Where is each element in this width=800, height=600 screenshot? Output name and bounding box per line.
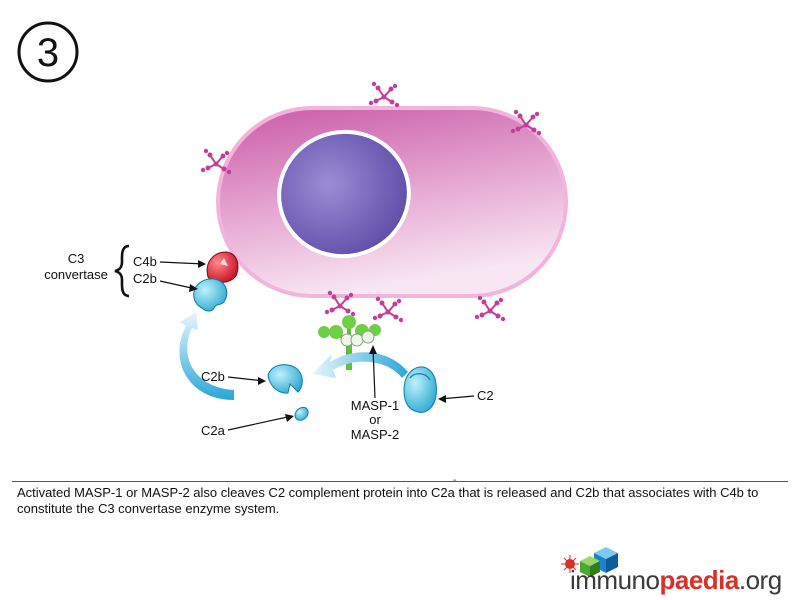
arrow-c2-cleavage [312, 352, 408, 378]
label-c2: C2 [477, 388, 494, 403]
caption-divider [12, 481, 788, 482]
c2a-fragment [294, 406, 309, 421]
label-masp2: MASP-2 [351, 427, 399, 442]
caption-mark: - [453, 475, 457, 486]
c4b-protein [206, 251, 239, 283]
logo-part-2: paedia [659, 565, 739, 595]
mbl-masp-complex [318, 315, 381, 370]
label-or: or [369, 412, 381, 427]
arrowhead-icon [438, 395, 446, 403]
c2-protein [403, 366, 437, 413]
caption-text: Activated MASP-1 or MASP-2 also cleaves … [17, 485, 759, 516]
arrowhead-icon [369, 345, 377, 354]
nucleus [277, 129, 411, 259]
label-c4b: C4b [133, 254, 157, 269]
arrowhead-icon [258, 377, 266, 385]
arrowhead-icon [189, 284, 198, 292]
c2b-bound-protein [193, 278, 228, 312]
label-c2b-top: C2b [133, 271, 157, 286]
c2b-free-protein [267, 364, 303, 394]
arrowhead-icon [285, 414, 294, 422]
pointer-c2a [227, 415, 293, 431]
glycan-icon [367, 80, 401, 109]
glycan-icon [473, 294, 507, 323]
logo-part-3: .org [738, 565, 782, 595]
glycan-icon [371, 295, 405, 324]
logo-cubes-icon [561, 547, 618, 577]
step-badge: 3 [17, 21, 79, 83]
brace-icon [114, 244, 130, 298]
arrowhead-icon [198, 260, 206, 268]
step-number: 3 [37, 31, 59, 75]
label-convertase: convertase [44, 267, 108, 282]
label-c3: C3 [68, 251, 85, 266]
pointer-c4b [159, 261, 205, 265]
pointer-masp [372, 347, 376, 399]
label-c2b-mid: C2b [201, 369, 225, 384]
label-masp1: MASP-1 [351, 398, 399, 413]
arrow-c2b-to-convertase [179, 312, 234, 400]
immunopaedia-logo [561, 547, 618, 577]
logo-wordmark[interactable]: immunopaedia.org [570, 565, 782, 596]
c3-convertase-label: C3 convertase [44, 244, 130, 298]
label-c2a: C2a [201, 423, 226, 438]
logo-part-1: immuno [570, 565, 660, 595]
